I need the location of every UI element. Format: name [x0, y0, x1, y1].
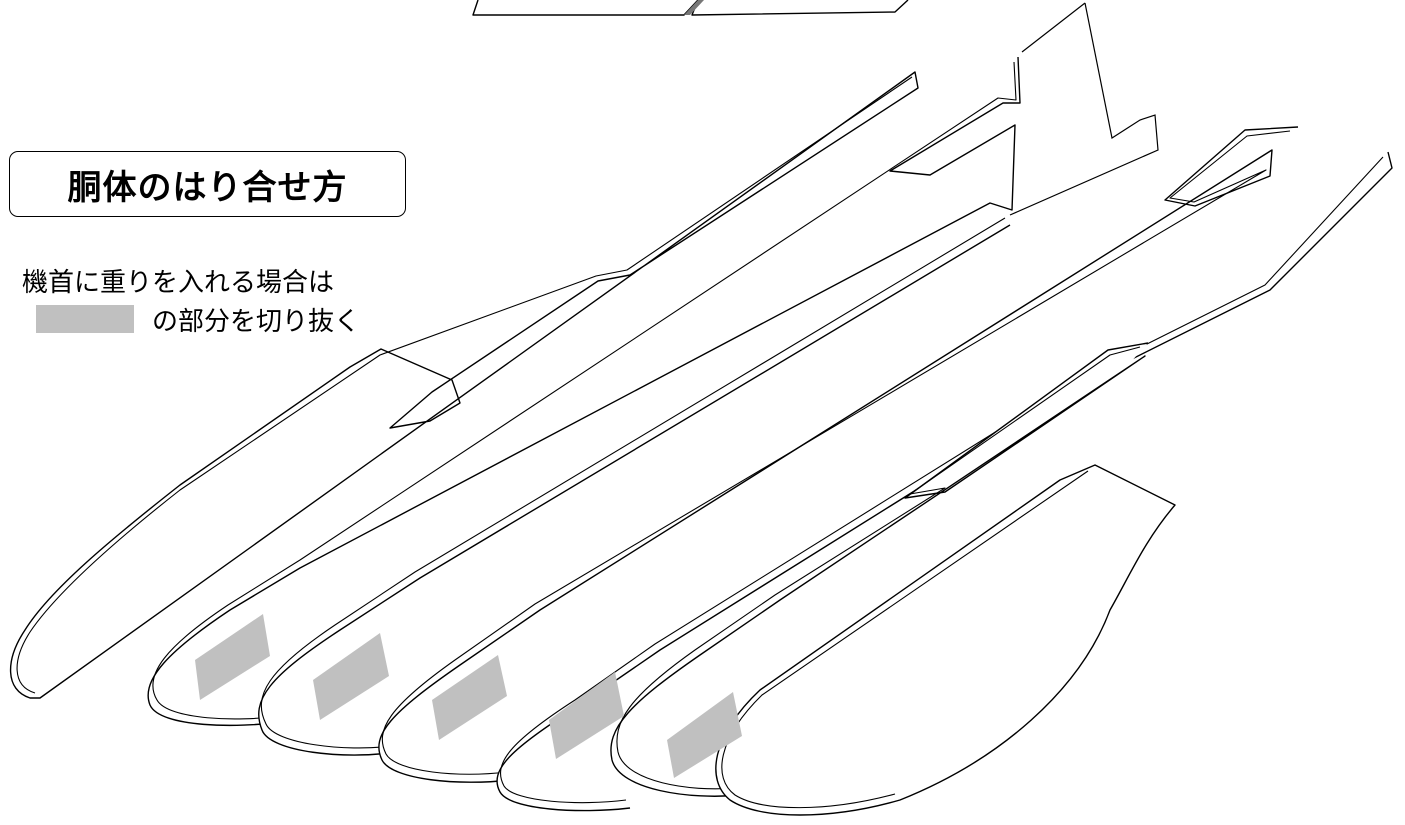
fuselage-layer-1	[9, 71, 919, 699]
title-box: 胴体のはり合せ方	[9, 151, 406, 217]
fuselage-layer-2	[147, 2, 1159, 727]
top-partial-piece	[472, 0, 909, 16]
cutout-area-3	[432, 655, 507, 740]
note-line-2-row: の部分を切り抜く	[36, 303, 361, 337]
fuselage-layer-3	[258, 217, 1011, 756]
cutout-area-2	[313, 633, 389, 720]
cutout-areas	[195, 614, 742, 778]
note-line-1: 機首に重りを入れる場合は	[22, 268, 335, 298]
fuselage-layer-4	[378, 126, 1299, 783]
note-line-2: の部分を切り抜く	[152, 306, 361, 337]
diagram-title: 胴体のはり合せ方	[67, 167, 348, 208]
cutout-area-1	[195, 614, 270, 700]
cutout-legend-swatch	[36, 305, 134, 333]
cutout-area-4	[549, 672, 624, 759]
fuselage-layer-6	[610, 342, 1149, 797]
cutout-area-5	[667, 692, 742, 778]
